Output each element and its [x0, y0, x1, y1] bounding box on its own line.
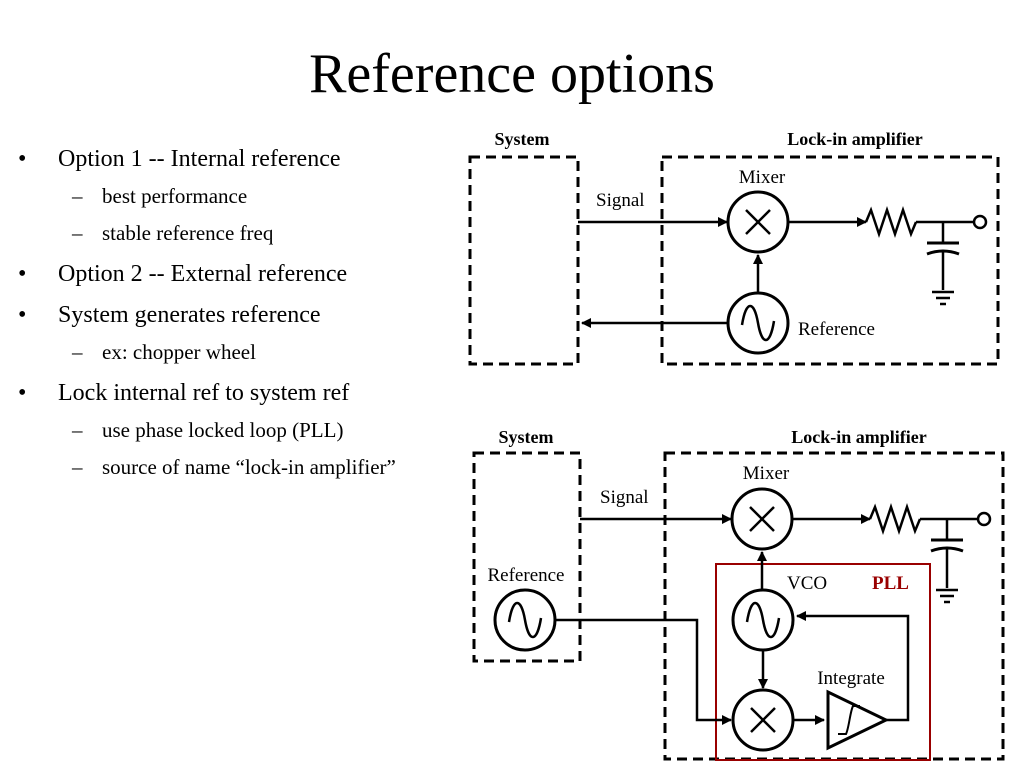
sub-bullet-item: –stable reference freq	[18, 219, 478, 256]
signal-label: Signal	[600, 487, 649, 508]
system-label: System	[495, 129, 550, 149]
ground-icon	[936, 588, 958, 604]
capacitor-icon	[930, 519, 964, 588]
sub-bullet-item: –best performance	[18, 182, 478, 219]
diagram-internal-reference: System Lock-in amplifier Signal Mixer Re…	[468, 129, 1000, 366]
diagram-external-reference: System Lock-in amplifier Signal Mixer Re…	[472, 427, 1005, 761]
capacitor-icon	[926, 222, 960, 290]
slide-title: Reference options	[309, 43, 715, 105]
output-terminal-icon	[972, 214, 988, 230]
bullet-marker: •	[18, 302, 27, 328]
sub-bullet-marker: –	[72, 455, 83, 479]
sub-bullet-marker: –	[72, 340, 83, 364]
system-box	[472, 451, 582, 663]
sub-bullet-text: ex: chopper wheel	[102, 340, 256, 364]
sub-bullet-marker: –	[72, 184, 83, 208]
bullet-text: Lock internal ref to system ref	[58, 380, 350, 406]
lockin-label: Lock-in amplifier	[791, 427, 927, 447]
lockin-box	[663, 451, 1005, 761]
sub-bullet-marker: –	[72, 418, 83, 442]
vco-oscillator-icon	[731, 588, 795, 652]
integrate-label: Integrate	[817, 668, 885, 689]
vco-label: VCO	[787, 573, 827, 594]
pll-label: PLL	[872, 573, 909, 594]
mixer-label: Mixer	[739, 167, 786, 188]
bullet-item: • System generates reference	[18, 297, 478, 338]
bullet-item: • Option 2 -- External reference	[18, 256, 478, 297]
external-reference-line	[555, 618, 732, 725]
bullet-text: Option 2 -- External reference	[58, 261, 348, 287]
bullet-marker: •	[18, 146, 27, 172]
pll-box	[715, 563, 931, 761]
sub-bullet-marker: –	[72, 221, 83, 245]
resistor-icon	[864, 206, 918, 238]
bullet-marker: •	[18, 261, 27, 287]
bullet-text: System generates reference	[58, 302, 321, 328]
bullet-marker: •	[18, 380, 27, 406]
output-terminal-icon	[976, 511, 992, 527]
system-box	[468, 155, 580, 366]
external-oscillator-icon	[493, 588, 557, 652]
mixer-icon	[730, 487, 794, 551]
bullet-item: • Option 1 -- Internal reference	[18, 141, 478, 182]
sub-bullet-item: –source of name “lock-in amplifier”	[18, 453, 478, 490]
integrator-icon	[826, 689, 890, 751]
reference-label: Reference	[798, 319, 875, 340]
sub-bullet-item: –ex: chopper wheel	[18, 338, 478, 375]
sub-bullet-item: –use phase locked loop (PLL)	[18, 416, 478, 453]
bullet-list: •Option 1 -- Internal reference –best pe…	[18, 141, 478, 490]
sub-bullet-text: best performance	[102, 184, 248, 208]
mixer-icon	[726, 190, 790, 254]
bullet-item: • Lock internal ref to system ref	[18, 375, 478, 416]
lockin-label: Lock-in amplifier	[787, 129, 923, 149]
reference-label: Reference	[488, 565, 565, 586]
mixer-label: Mixer	[743, 463, 790, 484]
system-label: System	[499, 427, 554, 447]
lockin-box	[660, 155, 1000, 366]
resistor-icon	[868, 503, 922, 535]
pll-mixer-icon	[731, 688, 795, 752]
ground-icon	[932, 290, 954, 306]
sub-bullet-text: source of name “lock-in amplifier”	[102, 455, 396, 479]
oscillator-icon	[726, 291, 790, 355]
feedback-line	[796, 611, 910, 722]
sub-bullet-text: use phase locked loop (PLL)	[102, 418, 344, 442]
signal-label: Signal	[596, 190, 645, 211]
sub-bullet-text: stable reference freq	[102, 221, 274, 245]
bullet-text: Option 1 -- Internal reference	[58, 146, 341, 172]
